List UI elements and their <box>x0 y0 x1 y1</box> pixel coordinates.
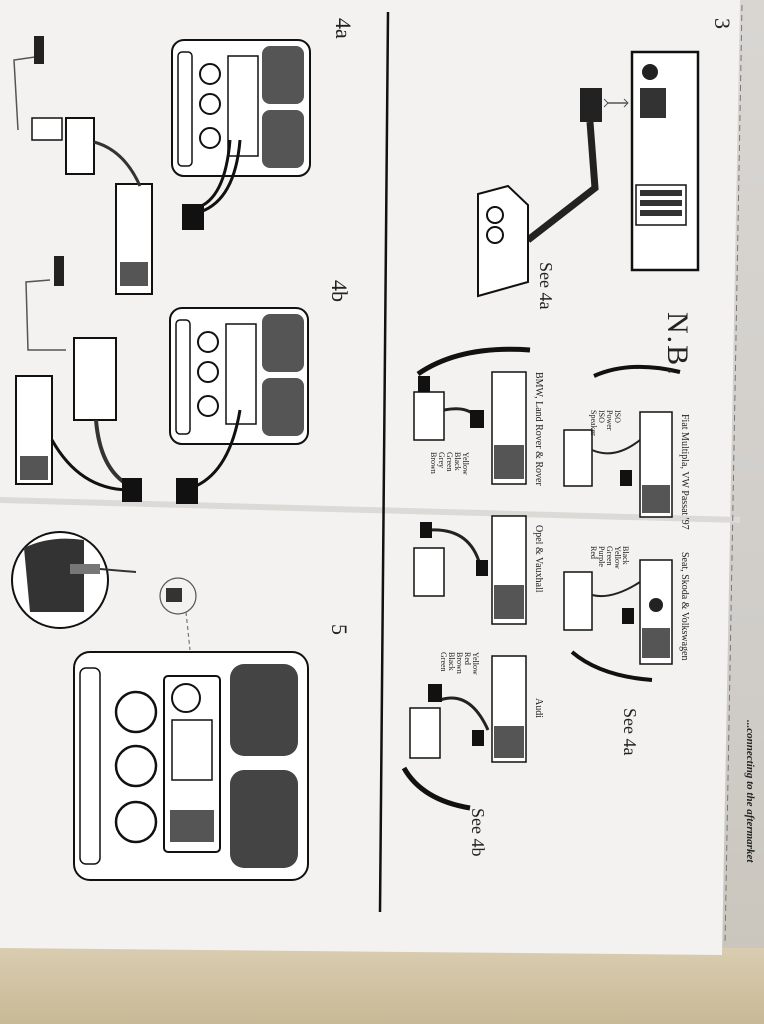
wire-label: Brown <box>455 652 464 674</box>
diagram-4b <box>15 256 309 504</box>
connector-plug <box>580 88 629 122</box>
wire-label: Purple <box>597 546 606 567</box>
see-4b-group: See 4b <box>468 808 488 857</box>
vehicle-group-lower <box>401 346 531 811</box>
vehicle-name-opel: Opel & Vauxhall <box>533 525 544 593</box>
vehicle-name-fiat: Fiat Multipla, VW Passat '97 <box>679 414 690 530</box>
wire-label: Green <box>445 452 454 472</box>
radio-unit-top <box>630 50 700 272</box>
wire-label: Black <box>447 652 456 671</box>
wire-label: Black <box>453 452 462 471</box>
wire-label: ISO <box>613 410 622 423</box>
page-number: 3 <box>710 18 735 29</box>
wire-label: Brown <box>429 452 438 474</box>
wire-label: Power <box>605 410 614 431</box>
wire-label: ISO <box>597 410 606 423</box>
page-border-right <box>724 4 743 946</box>
vehicle-name-bmw: BMW, Land Rover & Rover <box>533 372 544 486</box>
wire-label: Yellow <box>461 452 470 475</box>
interface-box-top <box>477 184 529 298</box>
step-5-label: 5 <box>327 624 352 635</box>
diagram-5 <box>11 531 309 881</box>
vehicle-name-audi: Audi <box>533 698 544 718</box>
step-4b-label: 4b <box>327 280 352 302</box>
vehicle-name-seat: Seat, Skoda & Volkswagen <box>679 552 690 661</box>
table-surface <box>0 948 764 1024</box>
wire-label: Speaker <box>589 410 598 436</box>
wire-label: Black <box>621 546 630 565</box>
diagram-4a <box>13 36 311 295</box>
wire-label: Grey <box>437 452 446 468</box>
paper-fold <box>0 497 741 523</box>
wire-label: Yellow <box>613 546 622 569</box>
wire-label: Green <box>605 546 614 566</box>
see-4a-main: See 4a <box>536 262 556 310</box>
wire-label: Green <box>439 652 448 672</box>
see-4a-group: See 4a <box>620 708 640 756</box>
wire-label: Red <box>463 652 472 665</box>
wire-label: Red <box>589 546 598 559</box>
nb-heading: N.B. <box>661 312 694 377</box>
section-divider <box>378 11 390 913</box>
cable-main <box>525 121 599 243</box>
page-tagline: ...connecting to the aftermarket <box>744 720 756 863</box>
step-4a-label: 4a <box>331 18 356 39</box>
wire-label: Yellow <box>471 652 480 675</box>
vehicle-group-upper <box>563 364 681 682</box>
